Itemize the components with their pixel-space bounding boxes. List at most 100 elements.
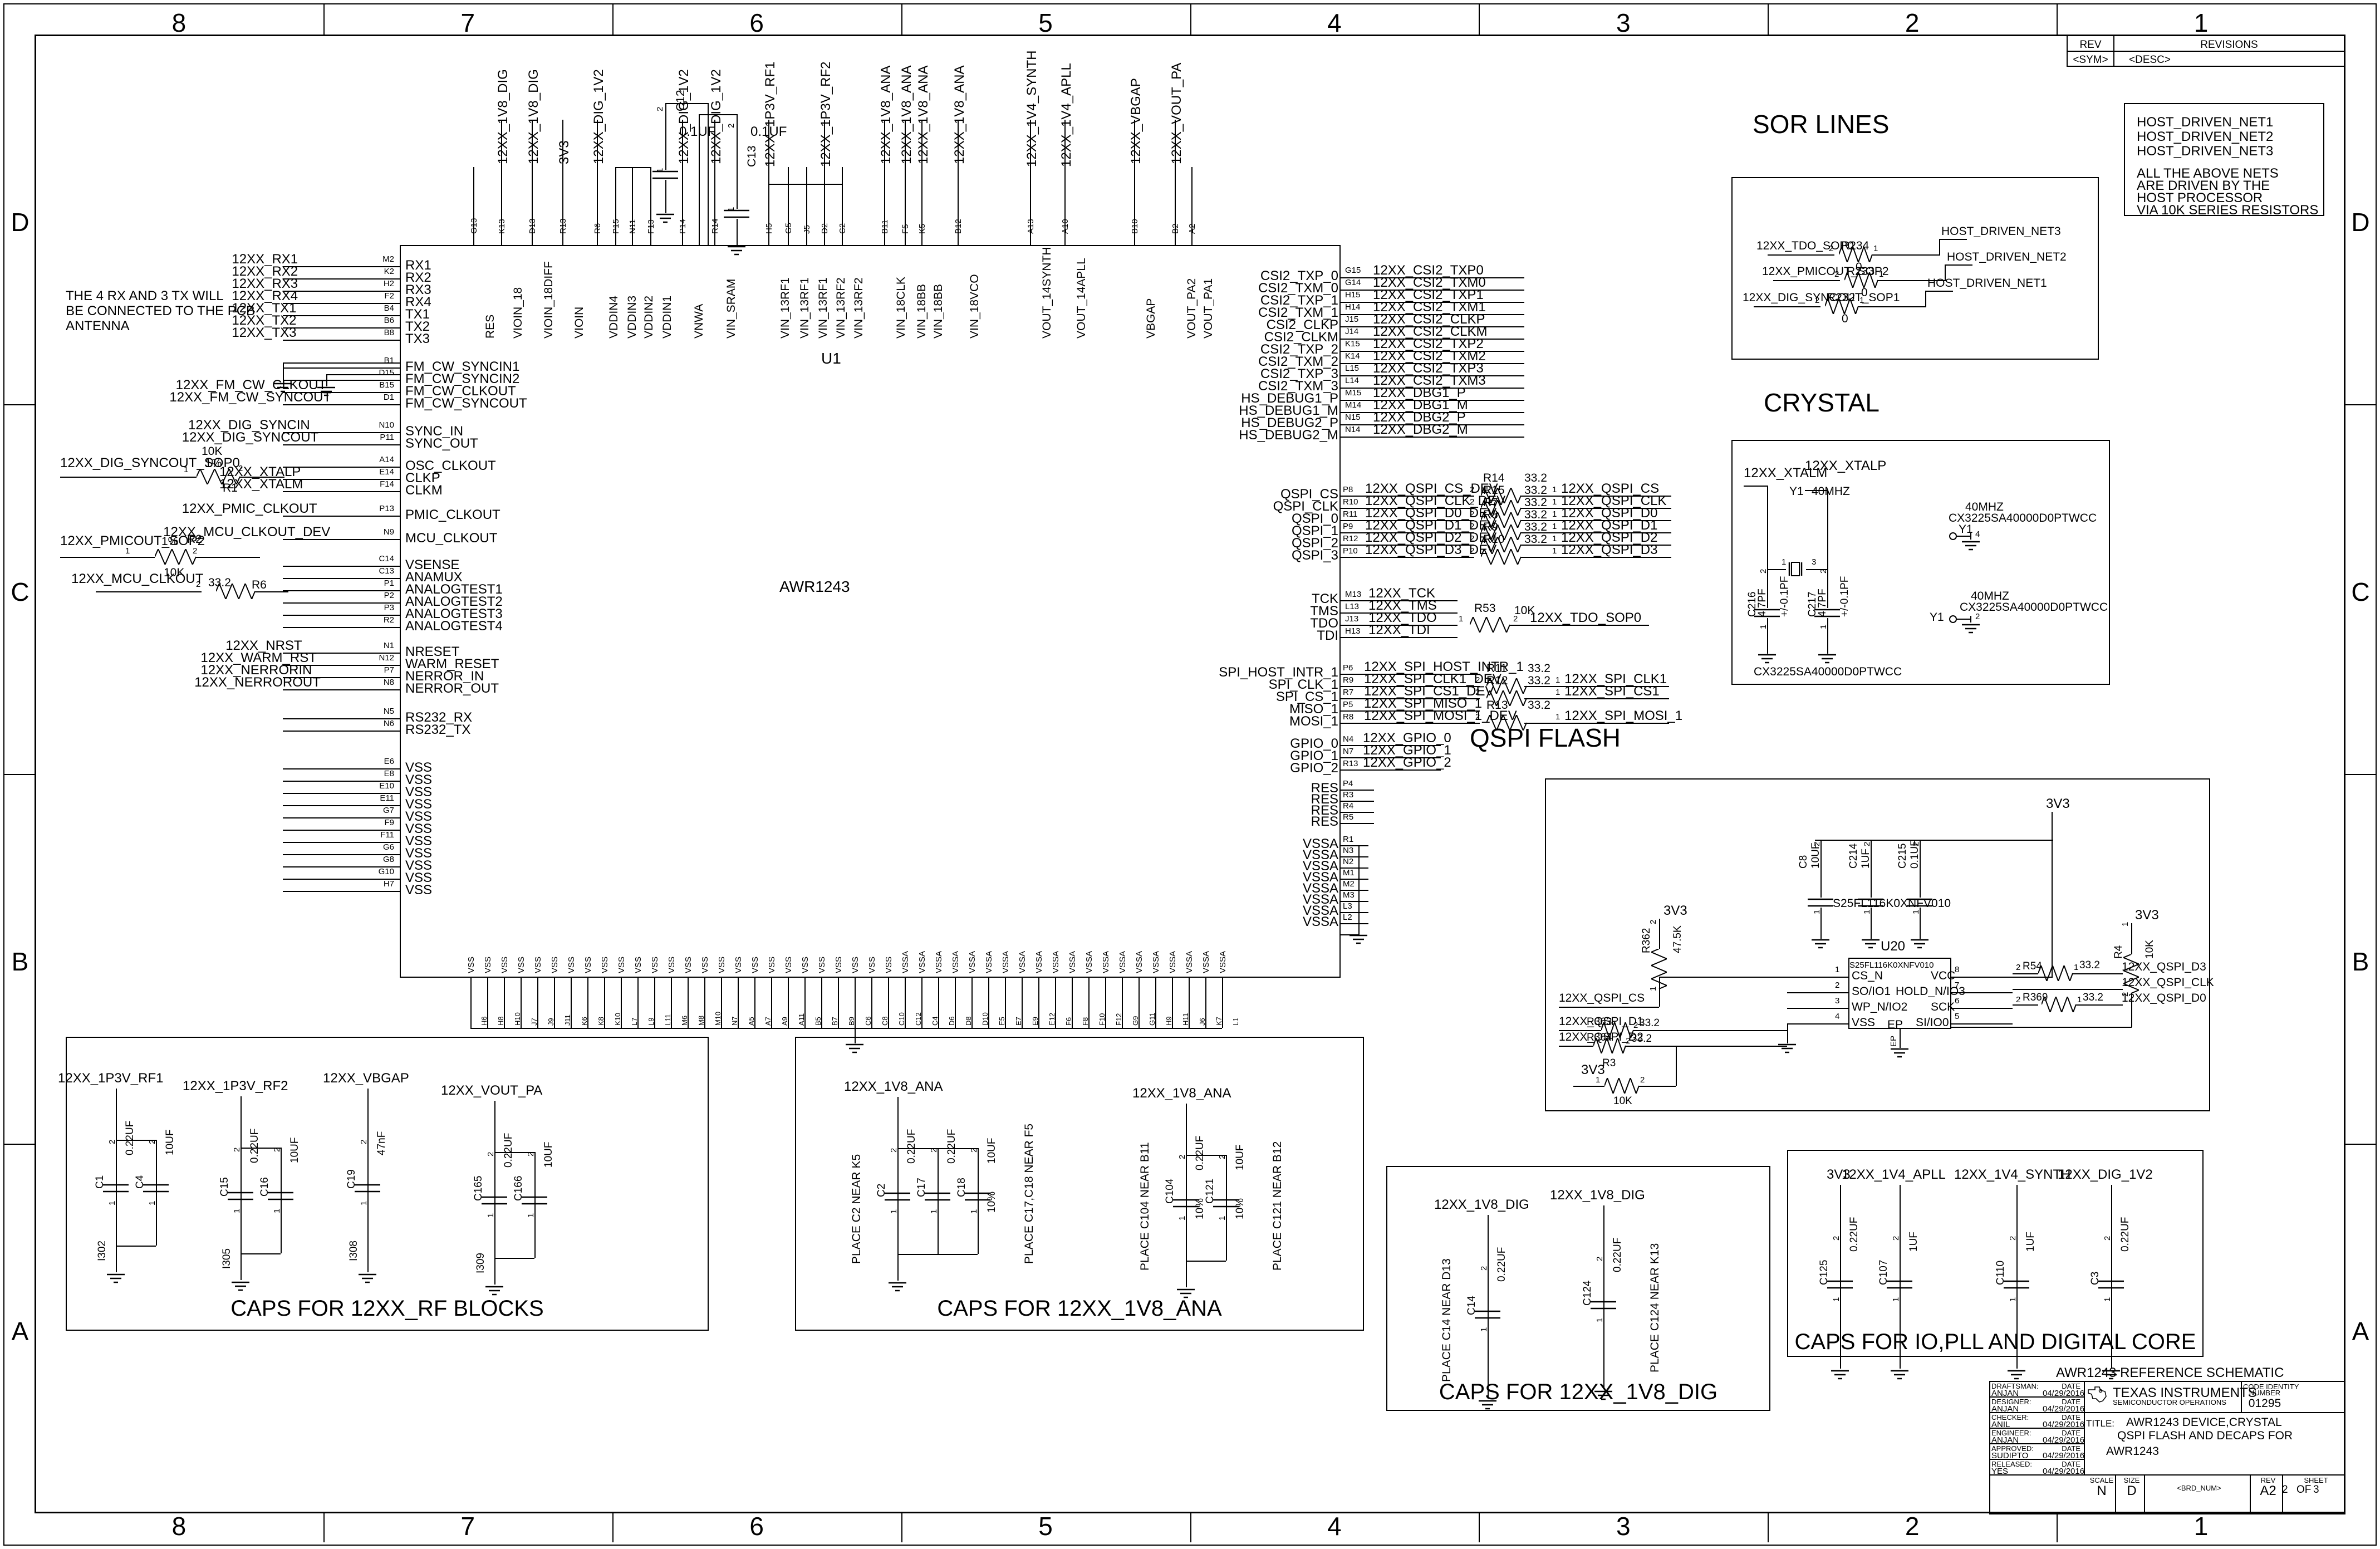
u1-pin-name-RES: RES	[484, 314, 497, 339]
net-HOST_DRIVEN_NET1: HOST_DRIVEN_NET1	[1927, 277, 2047, 290]
cap-pin-2: 2	[1479, 1266, 1489, 1271]
qspi-pin-number-6: 6	[1955, 996, 1960, 1006]
u1-pin-number-R5: R5	[1343, 812, 1354, 822]
u1-pin-number-J15: J15	[1345, 315, 1359, 324]
cap-pin-1: 1	[1911, 909, 1921, 914]
u1-pin-number-P2: P2	[384, 591, 394, 600]
u1-pin-name-VIOIN_18: VIOIN_18	[512, 287, 524, 339]
u1-pin-number-F11: F11	[380, 830, 394, 840]
cap-pin-2: 2	[1891, 1236, 1901, 1241]
resistor-R232	[1824, 297, 1859, 317]
qspi-pin-name-VCC: VCC	[1931, 969, 1956, 982]
u1-net-12XX_NRST: 12XX_NRST	[225, 638, 302, 653]
pin-wire-right	[1341, 890, 1368, 891]
u1-pin-name-VSSA: VSSA	[1001, 950, 1010, 973]
net-12XX_QSPI_D2: 12XX_QSPI_D2	[1561, 530, 1658, 545]
qspi-u20-body[interactable]	[1848, 958, 1951, 1029]
pin-wire-bottom	[621, 978, 622, 1028]
u1-pin-name-SPI_HOST_INTR_1: SPI_HOST_INTR_1	[1219, 665, 1338, 680]
power-wire	[2111, 1185, 2112, 1369]
u1-pin-number-P8: P8	[1343, 485, 1353, 494]
ground-symbol	[1908, 939, 1931, 951]
pin-wire-bottom	[571, 978, 572, 1028]
u1-pin-name-VSS: VSS	[405, 834, 433, 849]
u1-pin-number-A10: A10	[1061, 219, 1070, 234]
u1-net-12XX_NERROROUT: 12XX_NERROROUT	[194, 675, 321, 690]
net-12XX_QSPI_D1: 12XX_QSPI_D1	[1561, 518, 1658, 533]
title-sheet-label: SHEET	[2304, 1476, 2328, 1484]
zone-col-top-2: 2	[1905, 8, 1920, 37]
pin-wire-right	[1521, 532, 1671, 533]
zone-row-left-C: C	[11, 577, 30, 606]
pin-wire-left	[283, 578, 400, 579]
pin-wire-left	[283, 327, 400, 329]
zone-tick-bottom	[1190, 1513, 1191, 1542]
u1-pin-name-VSS: VSS	[405, 821, 433, 836]
u1-pin-name-VIN_13RF2: VIN_13RF2	[852, 277, 865, 339]
title-divider	[2084, 1412, 2345, 1413]
capacitor-C166	[522, 1195, 547, 1205]
qspi-pin-name-SI/IO0: SI/IO0	[1916, 1016, 1949, 1029]
pin-wire-right	[1341, 545, 1474, 546]
resistor-refdes-R1: R1	[223, 482, 238, 494]
u1-pin-name-VSSA: VSSA	[1118, 950, 1127, 973]
pin-wire-bottom	[1088, 978, 1090, 1028]
pin-wire-bottom	[671, 978, 672, 1028]
crystal-part-number: CX3225SA40000D0PTWCC	[1754, 665, 1902, 678]
zone-row-left-A: A	[11, 1317, 29, 1346]
u1-pin-name-RX3: RX3	[405, 282, 431, 297]
resistor-pin-2: 2	[2016, 963, 2021, 972]
ground-symbol	[1859, 939, 1882, 951]
u1-net-12XX_DIG_SYNCOUT: 12XX_DIG_SYNCOUT	[181, 430, 319, 445]
u1-pin-number-G6: G6	[382, 842, 394, 852]
wire	[1787, 1023, 1848, 1025]
pin-wire-top	[562, 120, 563, 245]
cap-value-C1: 0.22UF	[124, 1120, 136, 1155]
pin-wire-right	[1524, 723, 1669, 724]
pin-wire-top	[682, 120, 683, 245]
pin-wire-left	[283, 479, 400, 480]
u1-pin-name-TCK: TCK	[1312, 591, 1338, 606]
zone-tick-top	[1479, 3, 1480, 35]
title-date-value: 04/29/2016	[2043, 1451, 2085, 1460]
net-12XX_1V8_ANA: 12XX_1V8_ANA	[844, 1079, 943, 1094]
resistor-R2	[154, 547, 197, 567]
resistor-R13	[1486, 713, 1527, 733]
u1-net-12XX_QSPI_D1_DEV: 12XX_QSPI_D1_DEV	[1365, 518, 1497, 533]
u1-symbol-body[interactable]	[400, 245, 1341, 978]
u1-pin-name-VSS: VSS	[684, 956, 693, 973]
u1-pin-name-VOUT_14SYNTH: VOUT_14SYNTH	[1041, 247, 1053, 339]
u1-net-12XX_RX1: 12XX_RX1	[232, 252, 298, 267]
u1-pin-number-D1: D1	[383, 393, 394, 402]
cap-wire	[665, 180, 666, 213]
u1-pin-name-VSSA: VSSA	[1018, 950, 1027, 973]
qspi-part-inner: S25FL116K0XNFV010	[1849, 960, 1934, 970]
pin-wire-right	[1341, 901, 1368, 902]
cap-pin-2: 2	[1595, 1256, 1604, 1261]
cap-pin-1: 1	[969, 1209, 979, 1214]
title-line-1: AWR1243 DEVICE,CRYSTAL	[2126, 1416, 2282, 1429]
resistor-tolerance-R1: 1%	[205, 457, 222, 470]
cap-pin-1: 1	[929, 1209, 939, 1214]
title-date-label: DATE	[2062, 1444, 2080, 1453]
cap-pin-1: 1	[359, 1200, 369, 1205]
title-checker-label: CHECKER:	[1991, 1413, 2029, 1421]
placement-note: PLACE C104 NEAR B11	[1139, 1142, 1151, 1271]
net-12XX_1P3V_RF1: 12XX_1P3V_RF1	[58, 1071, 164, 1086]
zone-col-top-6: 6	[749, 8, 764, 37]
cap-tolerance-C121: 10%	[1234, 1198, 1246, 1219]
pin-wire-right	[1341, 812, 1374, 813]
u1-pin-number-E14: E14	[379, 467, 394, 477]
crystal-pin-2: 2	[1975, 612, 1980, 621]
crystal-frequency: 40MHZ	[1812, 485, 1850, 498]
pin-wire-left	[283, 805, 400, 806]
crystal-refdes-3: Y1	[1930, 611, 1944, 624]
u1-pin-number-R2: R2	[383, 615, 394, 625]
u1-net-12XX_1V4_SYNTH: 12XX_1V4_SYNTH	[1024, 50, 1039, 167]
title-size-value: D	[2127, 1483, 2137, 1498]
u1-pin-name-VSS: VSS	[405, 785, 433, 800]
resistor-value-R8: 33.2	[1524, 508, 1547, 521]
resistor-refdes-R232: R232	[1827, 291, 1856, 304]
zone-tick-bottom	[901, 1513, 902, 1542]
pin-wire-right	[1341, 845, 1368, 846]
